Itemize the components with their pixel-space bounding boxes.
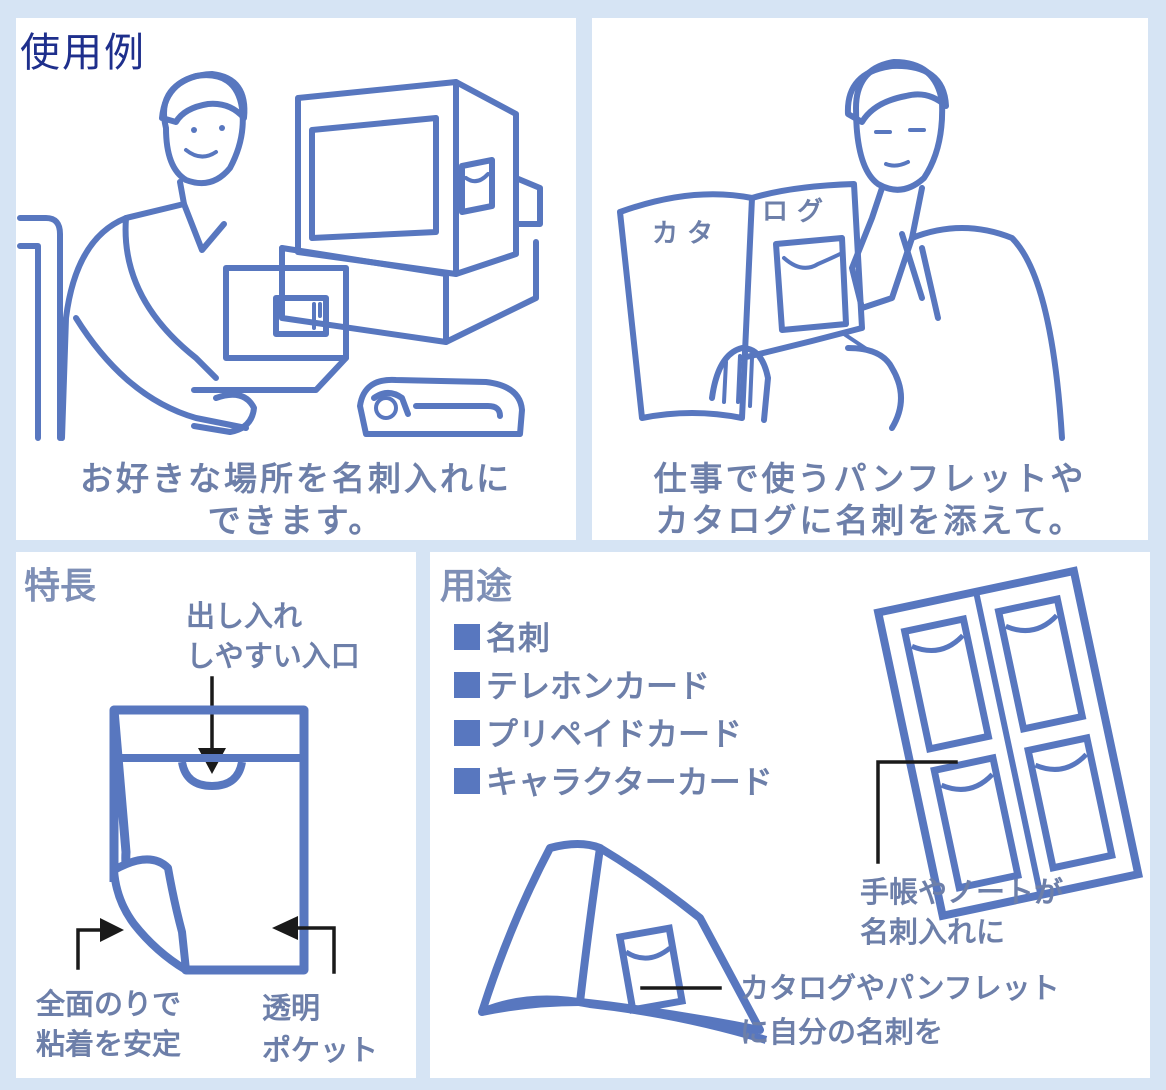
catalog-left-label: カ タ <box>652 219 713 249</box>
notebook-label-line-2: 名刺入れに <box>860 915 1005 949</box>
uses-heading: 用途 <box>440 565 512 607</box>
uses-diagram: 用途 名刺 テレホンカード プリペイドカード キャラクターカード 手帳やノートが… <box>440 565 1144 1049</box>
use-item-4: キャラクターカード <box>486 763 773 801</box>
usage-title: 使用例 <box>20 30 146 76</box>
clear-label-line-2: ポケット <box>262 1033 378 1067</box>
scene-computer-panel: 使用例 お好きな場所を名 <box>16 18 576 540</box>
notebook-illustration <box>873 566 1144 921</box>
notebook-label-line-1: 手帳やノートが <box>860 875 1063 909</box>
pocket-diagram: 特長 出し入れ しやすい入口 全面のりで 粘着を安定 透明 ポケット <box>24 565 378 1067</box>
catalog-reader-illustration: カ タ ロ グ <box>617 59 1065 441</box>
open-catalog-illustration <box>478 840 768 1044</box>
catalog-label-line-1: カタログやパンフレット <box>740 971 1060 1005</box>
use-item-1: 名刺 <box>486 619 550 657</box>
catalog-right-label: ロ グ <box>762 197 823 227</box>
bullet-icon <box>454 720 480 746</box>
bullet-icon <box>454 624 480 650</box>
scene-computer-caption: お好きな場所を名刺入れに できます。 <box>16 458 576 540</box>
caption-line-1: お好きな場所を名刺入れに <box>80 459 512 498</box>
bullet-icon <box>454 672 480 698</box>
features-heading: 特長 <box>24 565 97 607</box>
glue-label-line-2: 粘着を安定 <box>36 1027 181 1061</box>
bullet-icon <box>454 768 480 794</box>
entry-label-line-1: 出し入れ <box>186 599 302 633</box>
caption-line-1: 仕事で使うパンフレットや <box>653 459 1087 498</box>
uses-panel: 用途 名刺 テレホンカード プリペイドカード キャラクターカード 手帳やノートが… <box>430 552 1150 1078</box>
caption-line-2: できます。 <box>207 501 385 540</box>
use-item-3: プリペイドカード <box>486 715 742 753</box>
scene-catalog-panel: カ タ ロ グ 仕事で使うパンフレットや カタログに名刺を添えて。 <box>592 18 1148 540</box>
scene-catalog-caption: 仕事で使うパンフレットや カタログに名刺を添えて。 <box>592 458 1148 540</box>
computer-user-illustration <box>17 71 543 441</box>
use-item-2: テレホンカード <box>486 667 710 705</box>
features-panel: 特長 出し入れ しやすい入口 全面のりで 粘着を安定 透明 ポケット <box>16 552 416 1078</box>
glue-label-line-1: 全面のりで <box>35 987 181 1021</box>
entry-label-line-2: しやすい入口 <box>186 639 360 673</box>
catalog-label-line-2: に自分の名刺を <box>740 1015 943 1049</box>
caption-line-2: カタログに名刺を添えて。 <box>655 501 1085 540</box>
clear-label-line-1: 透明 <box>262 991 320 1025</box>
